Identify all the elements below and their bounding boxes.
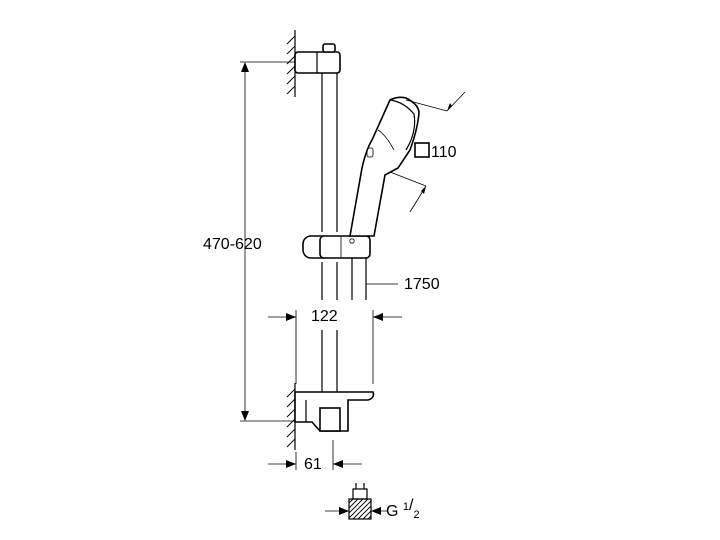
slider-holder [302,232,371,259]
thread-slash: / [409,497,414,514]
handshower-dimension-lines [389,91,466,213]
hand-shower [349,96,420,237]
hose-length-label: 1750 [404,276,440,293]
thread-size-label: G 1/2 [386,497,420,521]
thread-numerator: 1 [403,501,409,513]
upper-wall-bracket [294,43,341,74]
shelf-depth-dimension [268,310,402,384]
shower-rail [321,73,338,392]
thread-denominator: 2 [413,509,419,521]
thread-prefix: G [386,503,403,520]
handshower-size-label: 110 [431,144,457,161]
upper-wall-hatch [286,30,296,97]
thread-fitting [325,483,388,520]
lower-wall-hatch [286,383,296,450]
shower-hose [351,258,398,300]
height-dimension [240,61,295,422]
shelf-depth-label: 122 [311,308,338,325]
wall-offset-dimension [268,440,362,470]
height-range-label: 470-620 [203,236,262,253]
wall-offset-label: 61 [304,456,322,473]
lower-bracket-shelf [294,391,375,432]
